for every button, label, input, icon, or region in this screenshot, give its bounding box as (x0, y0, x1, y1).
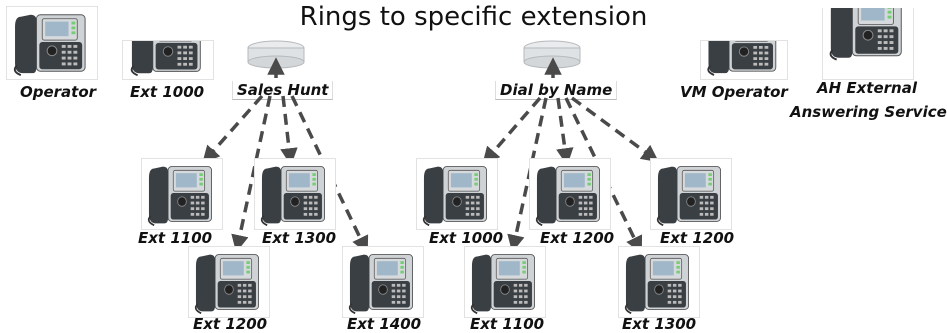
dial-by-name-label: Dial by Name (495, 81, 617, 100)
arrow-to-ext-1300 (283, 96, 290, 157)
ext-1000-phone-icon (122, 40, 214, 80)
ah-external-phone-icon (822, 8, 914, 80)
dbn-ext-1200a-phone-icon (529, 158, 611, 230)
arrow-to-ext-1100 (208, 96, 262, 157)
operator-phone-icon (6, 6, 98, 80)
diagram-title: Rings to specific extension (0, 0, 947, 34)
arrow-to-ext-1200b (572, 98, 652, 157)
dbn-ext-1100-phone-icon (464, 246, 546, 318)
sales-ext-1200-label: Ext 1200 (193, 315, 267, 333)
dbn-ext-1300-label: Ext 1300 (622, 315, 696, 333)
sales-ext-1100-phone-icon (141, 158, 223, 230)
sales-ext-1200-phone-icon (188, 246, 270, 318)
sales-ext-1100-label: Ext 1100 (138, 229, 212, 247)
dbn-ext-1000-phone-icon (416, 158, 498, 230)
dbn-ext-1200b-phone-icon (650, 158, 732, 230)
dbn-ext-1200a-label: Ext 1200 (540, 229, 614, 247)
arrow-to-ext-1200a (558, 98, 566, 157)
sales-ext-1300-phone-icon (254, 158, 336, 230)
dbn-ext-1000-label: Ext 1000 (429, 229, 503, 247)
operator-label: Operator (20, 83, 96, 101)
ext-1000-label: Ext 1000 (130, 83, 204, 101)
dbn-ext-1200b-label: Ext 1200 (660, 229, 734, 247)
dbn-ext-1100-label: Ext 1100 (470, 315, 544, 333)
sales-ext-1400-label: Ext 1400 (347, 315, 421, 333)
sales-ext-1400-phone-icon (342, 246, 424, 318)
sales-ext-1300-label: Ext 1300 (262, 229, 336, 247)
vm-operator-phone-icon (700, 40, 788, 80)
vm-operator-label: VM Operator (680, 83, 788, 101)
dial-by-name-server-icon (522, 40, 582, 80)
sales-hunt-label: Sales Hunt (232, 81, 333, 100)
dbn-ext-1300-phone-icon (618, 246, 700, 318)
sales-hunt-server-icon (246, 40, 306, 80)
ah-external-label-line1: AH External (817, 79, 917, 97)
arrow-to-ext-1000 (488, 98, 540, 158)
ah-external-label-line2: Answering Service (790, 103, 947, 121)
